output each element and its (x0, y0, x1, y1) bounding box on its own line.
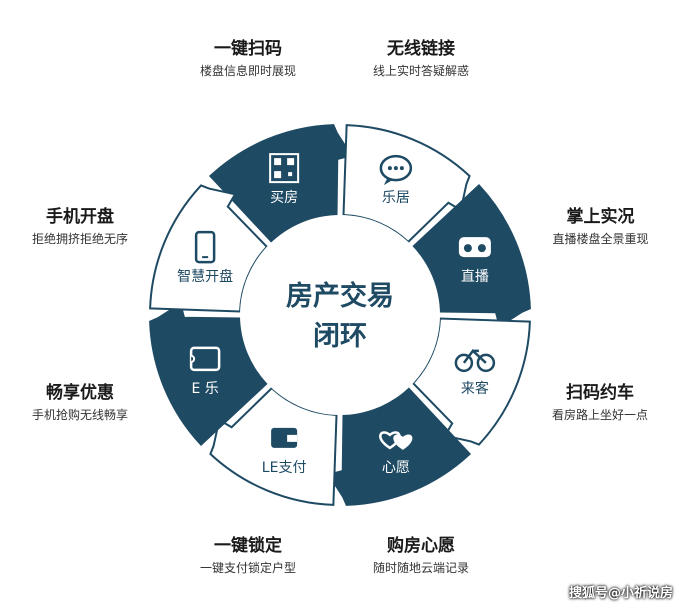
segment-tag: 乐居 (382, 190, 410, 206)
label-subtitle: 手机抢购无线畅享 (31, 408, 128, 422)
phone-icon (194, 230, 216, 264)
label-wireless-link: 无线链接 线上实时答疑解惑 (356, 38, 486, 80)
center-title-line1: 房产交易 (286, 280, 394, 312)
label-subtitle: 看房路上坐好一点 (551, 408, 648, 422)
label-subtitle: 直播楼盘全景重现 (552, 232, 649, 246)
segment-tag: 心愿 (382, 460, 410, 476)
segment-tag: 智慧开盘 (177, 268, 233, 285)
label-subtitle: 线上实时答疑解惑 (372, 64, 469, 78)
label-title: 一键扫码 (214, 39, 282, 59)
label-book-car: 扫码约车 看房路上坐好一点 (530, 382, 670, 424)
label-title: 一键锁定 (214, 536, 282, 556)
label-title: 畅享优惠 (46, 383, 114, 403)
label-subtitle: 楼盘信息即时展现 (199, 64, 296, 78)
segment-tag: 直播 (461, 268, 489, 285)
label-title: 手机开盘 (46, 207, 114, 227)
watermark: 搜狐号@小祈说房 (568, 586, 673, 601)
label-discount: 畅享优惠 手机抢购无线畅享 (10, 382, 150, 424)
label-lock: 一键锁定 一键支付锁定户型 (183, 535, 313, 577)
label-title: 扫码约车 (566, 383, 634, 403)
segment-tag: 来客 (461, 380, 489, 397)
label-title: 掌上实况 (566, 207, 635, 227)
vr-headset-icon (458, 237, 491, 258)
center-circle (240, 215, 440, 415)
segment-tag: 买房 (270, 190, 298, 206)
label-subtitle: 一键支付锁定户型 (199, 561, 296, 575)
label-wish: 购房心愿 随时随地云端记录 (356, 535, 486, 577)
ticket-icon (189, 346, 221, 372)
segment-tag: E 乐 (191, 381, 218, 397)
label-subtitle: 随时随地云端记录 (372, 561, 469, 575)
label-live-view: 掌上实况 直播楼盘全景重现 (528, 206, 673, 248)
bicycle-icon (454, 349, 496, 373)
label-subtitle: 拒绝拥挤拒绝无序 (31, 232, 128, 246)
label-scan-code: 一键扫码 楼盘信息即时展现 (183, 38, 313, 80)
label-title: 购房心愿 (387, 536, 455, 556)
label-title: 无线链接 (387, 39, 455, 59)
wallet-icon (271, 427, 298, 448)
qr-code-icon (269, 153, 300, 184)
chat-bubble-icon (379, 154, 413, 186)
hearts-icon (379, 431, 413, 450)
segment-tag: LE支付 (262, 460, 307, 476)
label-phone-open: 手机开盘 拒绝拥挤拒绝无序 (10, 206, 150, 248)
center-title-line2: 闭环 (313, 321, 367, 352)
